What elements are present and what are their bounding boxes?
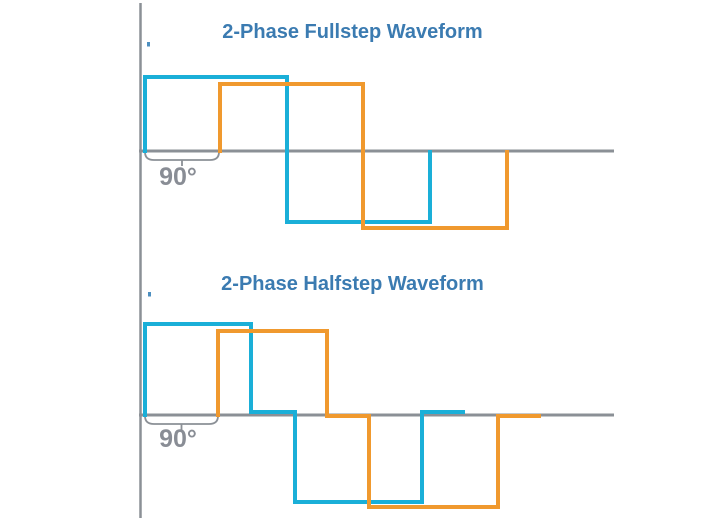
fullstep-phase-b-trace [218, 82, 509, 230]
halfstep-phase-offset-label: 90° [159, 425, 197, 453]
fullstep-phase-a-trace [143, 75, 432, 224]
halfstep-90deg-brace [144, 415, 219, 430]
fullstep-y-axis-tick [147, 42, 150, 47]
fullstep-90deg-brace [144, 151, 220, 166]
fullstep-phase-offset-label: 90° [159, 163, 197, 191]
halfstep-phase-a-trace [143, 322, 465, 504]
halfstep-phase-b-trace [216, 329, 541, 509]
fullstep-chart-title: 2-Phase Fullstep Waveform [222, 21, 483, 43]
halfstep-chart-title: 2-Phase Halfstep Waveform [221, 273, 484, 295]
halfstep-y-axis-tick [148, 292, 151, 297]
